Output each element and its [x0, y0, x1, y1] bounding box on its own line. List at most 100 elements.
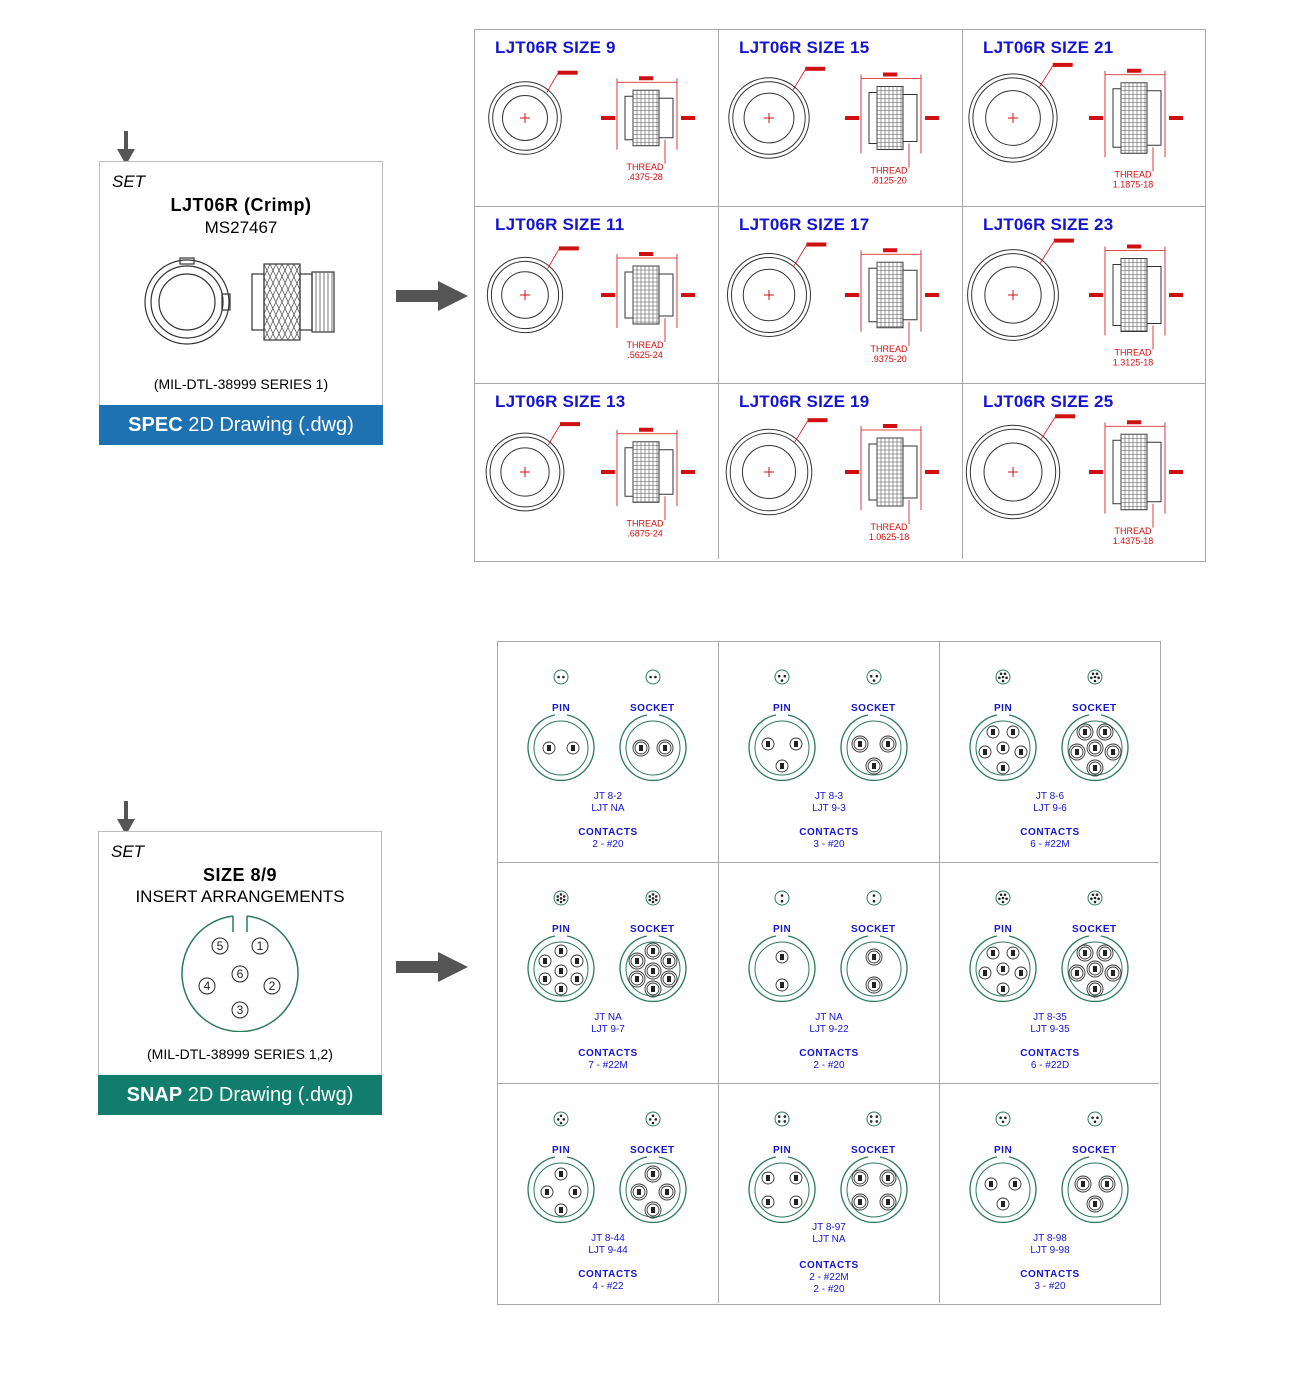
- thread-size: 1.0625-18: [869, 532, 910, 542]
- contact-spec: 6 - #22D: [1030, 1060, 1070, 1071]
- pin-number: 1: [257, 939, 264, 953]
- pin-label: PIN: [552, 1145, 571, 1156]
- thread-label: THREAD: [1114, 526, 1152, 536]
- thread-label: THREAD: [626, 340, 664, 350]
- contacts-heading: CONTACTS: [1020, 827, 1080, 838]
- pin-label: PIN: [552, 924, 571, 935]
- drawing-title: LJT06R SIZE 21: [983, 38, 1114, 57]
- contacts-heading: CONTACTS: [1020, 1048, 1080, 1059]
- contact-spec: 3 - #20: [1034, 1281, 1066, 1292]
- drawing-title: LJT06R SIZE 9: [495, 38, 616, 57]
- socket-label: SOCKET: [1072, 924, 1117, 935]
- contact-spec: 2 - #20: [592, 839, 624, 850]
- thread-size: .8125-20: [871, 176, 907, 186]
- ljt-code: LJT 9-7: [591, 1024, 625, 1035]
- thread-size: 1.1875-18: [1113, 179, 1154, 189]
- banner-bold: SPEC: [128, 414, 183, 436]
- pin-label: PIN: [994, 924, 1013, 935]
- contacts-heading: CONTACTS: [578, 1269, 638, 1280]
- ljt-code: LJT NA: [812, 1234, 846, 1245]
- pin-label: PIN: [552, 703, 571, 714]
- card-part-number: MS27467: [204, 218, 278, 237]
- ljt-code: LJT 9-22: [809, 1024, 849, 1035]
- drawing-title: LJT06R SIZE 23: [983, 215, 1114, 234]
- thread-label: THREAD: [1114, 348, 1152, 358]
- snap-download-button[interactable]: SNAP 2D Drawing (.dwg): [98, 1075, 382, 1115]
- drawing-title: LJT06R SIZE 19: [739, 392, 870, 411]
- card-title: LJT06R (Crimp): [170, 195, 312, 215]
- set-arrow-icon: [117, 131, 135, 165]
- socket-label: SOCKET: [851, 703, 896, 714]
- contact-spec: 3 - #20: [813, 839, 845, 850]
- contact-spec: 2 - #22M: [809, 1272, 849, 1283]
- socket-label: SOCKET: [851, 924, 896, 935]
- jt-code: JT NA: [594, 1012, 622, 1023]
- spec-card[interactable]: SET LJT06R (Crimp) MS27467 (MIL-DTL-3899…: [99, 161, 383, 445]
- thread-size: 1.4375-18: [1113, 536, 1154, 546]
- connector-illustration: [144, 257, 335, 345]
- contact-spec: 7 - #22M: [588, 1060, 628, 1071]
- jt-code: JT 8-3: [814, 791, 844, 802]
- pin-number: 4: [204, 979, 211, 993]
- drawing-title: LJT06R SIZE 13: [495, 392, 626, 411]
- set-label: SET: [112, 172, 146, 191]
- socket-label: SOCKET: [851, 1145, 896, 1156]
- jt-code: JT NA: [815, 1012, 843, 1023]
- ljt-code: LJT NA: [591, 803, 625, 814]
- card-standard: (MIL-DTL-38999 SERIES 1): [153, 376, 329, 392]
- contacts-heading: CONTACTS: [799, 827, 859, 838]
- banner-bold: SNAP: [126, 1084, 183, 1106]
- thread-label: THREAD: [870, 166, 908, 176]
- thread-size: .4375-28: [627, 172, 663, 182]
- thread-size: .9375-20: [871, 354, 907, 364]
- contacts-heading: CONTACTS: [1020, 1269, 1080, 1280]
- contact-spec: 4 - #22: [592, 1281, 624, 1292]
- contacts-heading: CONTACTS: [799, 1260, 859, 1271]
- snap-card[interactable]: SET SIZE 8/9 INSERT ARRANGEMENTS 5 1 4 6…: [98, 831, 382, 1115]
- jt-code: JT 8-2: [593, 791, 623, 802]
- socket-label: SOCKET: [1072, 703, 1117, 714]
- set-arrow-icon: [117, 801, 135, 835]
- jt-code: JT 8-6: [1035, 791, 1065, 802]
- pin-number: 3: [237, 1003, 244, 1017]
- thread-label: THREAD: [870, 344, 908, 354]
- ljt-code: LJT 9-98: [1030, 1245, 1070, 1256]
- jt-code: JT 8-44: [591, 1233, 625, 1244]
- spec-download-button[interactable]: SPEC 2D Drawing (.dwg): [99, 405, 383, 445]
- jt-code: JT 8-35: [1033, 1012, 1067, 1023]
- insert-arrangement-diagram: 5 1 4 6 2 3: [181, 915, 299, 1032]
- pin-label: PIN: [994, 703, 1013, 714]
- right-arrow-icon: [396, 281, 468, 311]
